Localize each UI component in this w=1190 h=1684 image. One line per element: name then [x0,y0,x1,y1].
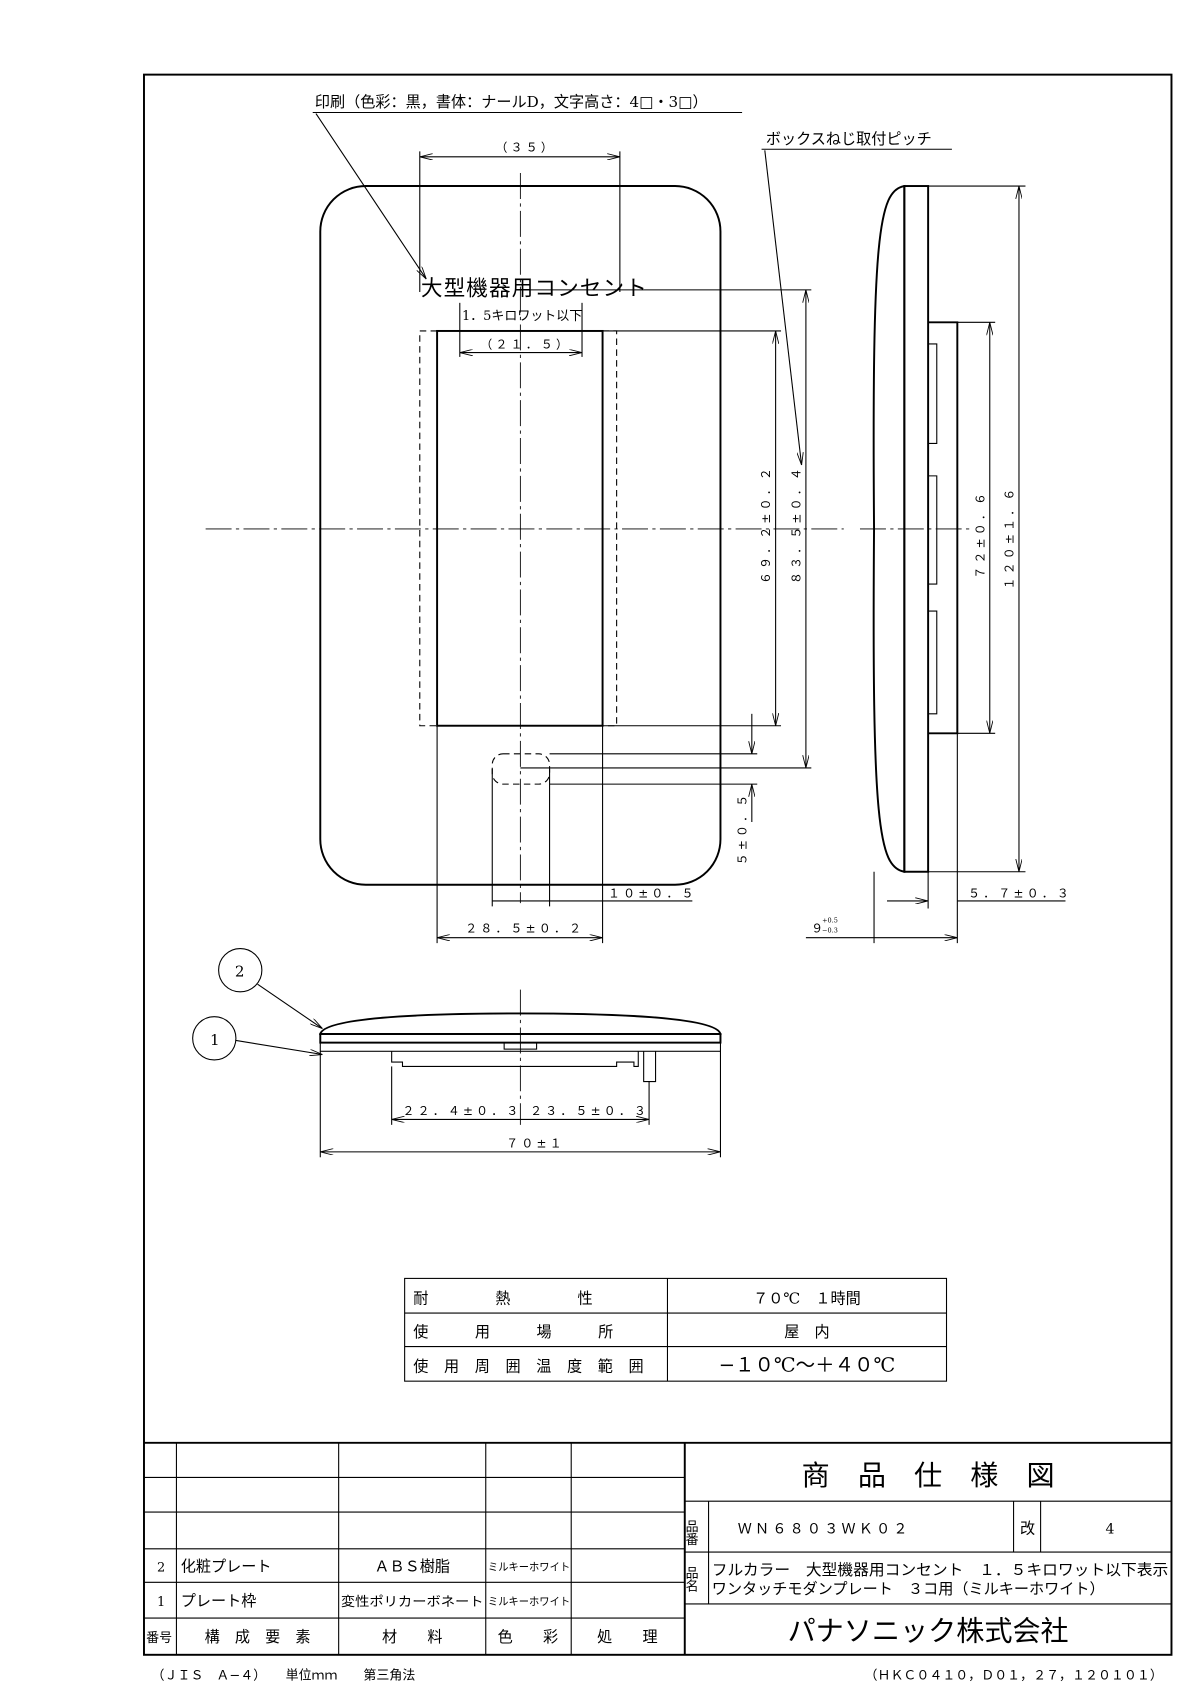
footer-left: （ＪＩＳ Ａ−４） 単位ｍｍ 第三角法 [152,1668,416,1684]
spec-label-heat: 耐 熱 性 [413,1289,598,1307]
balloon-2 [218,947,263,993]
print-note: 印刷（色彩：黒，書体：ナールD，文字高さ：4□・3□） [315,93,708,111]
dim-9: ９ [811,921,826,935]
header-name: 構 成 要 素 [205,1628,311,1646]
dim-22-4: ２２．４±０．３ [402,1104,521,1118]
dim-10: １０±０．５ [608,887,697,901]
part-1-material: 変性ポリカーボネート [341,1594,484,1610]
spec-table: 耐 熱 性 ７０℃ １時間 使 用 場 所 屋 内 使 用 周 囲 温 度 範 … [404,1277,948,1382]
header-no: 番号 [146,1631,172,1646]
revision-label: 改 [1020,1520,1035,1538]
part-2-material: ＡＢＳ樹脂 [374,1558,450,1576]
part-2-no: 2 [157,1561,165,1576]
part-number: ＷＮ６８０３ＷＫ０２ [738,1522,911,1538]
header-finish: 処 理 [597,1628,658,1646]
dim-5: ５±０．５ [735,792,749,866]
balloon-1-label: 1 [210,1031,220,1049]
spec-label-temp: 使 用 周 囲 温 度 範 囲 [413,1357,649,1375]
title-block: 商 品 仕 様 図 品番 ＷＮ６８０３ＷＫ０２ 改 4 品名 フルカラー 大型機… [683,1459,1172,1648]
dim-35: （３５） [495,140,555,154]
spec-value-temp: −１０℃～＋４０℃ [719,1353,896,1376]
product-name-label: 品名 [683,1566,698,1592]
company-name: パナソニック株式会社 [788,1615,1069,1648]
drawing-title: 商 品 仕 様 図 [802,1459,1055,1492]
spec-value-place: 屋 内 [784,1323,829,1341]
print-line-1: 大型機器用コンセント [421,276,648,301]
spec-label-place: 使 用 場 所 [413,1323,618,1341]
spec-value-heat: ７０℃ １時間 [753,1289,861,1307]
product-name-line-1: フルカラー 大型機器用コンセント １．５キロワット以下表示 [712,1561,1168,1579]
dim-72: ７２±０．６ [973,490,987,579]
front-view: 大型機器用コンセント 1．5キロワット以下 （３５） （２１．５） ６９．２±０… [205,140,844,944]
bottom-view: 2 1 ２２．４±０．３ ２３．５±０．３ ７０±１ [192,947,722,1158]
dim-28-5: ２８．５±０．２ [465,921,584,935]
part-1-color: ミルキーホワイト [488,1595,570,1608]
sheet-frame [143,73,1173,1656]
dim-23-5: ２３．５±０．３ [530,1104,649,1118]
side-view: １２０±１．６ ７２±０．６ ５．７±０．３ ９ +0.5 −0.3 [805,184,1072,944]
dim-83-5: ８３．５±０．４ [789,465,803,584]
parts-table: 2 化粧プレート ＡＢＳ樹脂 ミルキーホワイト 1 プレート枠 変性ポリカーボネ… [143,1441,1172,1655]
revision-number: 4 [1105,1522,1114,1538]
footer-right: （ＨＫＣ０４１０，Ｄ０１，２７，１２０１０１） [865,1669,1163,1684]
part-2-name: 化粧プレート [181,1558,272,1576]
box-screw-pitch-note: ボックスねじ取付ピッチ [766,130,932,148]
dim-9-tol-minus: −0.3 [822,926,838,934]
header-material: 材 料 [382,1628,443,1646]
part-2-color: ミルキーホワイト [488,1560,570,1573]
part-1-name: プレート枠 [181,1592,257,1610]
part-no-label: 品番 [683,1520,698,1547]
print-line-2: 1．5キロワット以下 [462,309,582,324]
balloon-2-label: 2 [235,963,245,981]
header-color: 色 彩 [498,1628,559,1646]
balloon-1 [192,1016,237,1061]
dim-5-7: ５．７±０．３ [968,887,1072,901]
dim-70: ７０±１ [506,1137,565,1151]
dim-120: １２０±１．６ [1003,486,1017,590]
dim-69-2: ６９．２±０．２ [759,465,773,584]
product-name-line-2: ワンタッチモダンプレート ３コ用（ミルキーホワイト） [712,1580,1105,1598]
part-1-no: 1 [157,1595,165,1610]
dim-9-tol-plus: +0.5 [822,917,838,925]
dim-21-5: （２１．５） [480,337,571,351]
